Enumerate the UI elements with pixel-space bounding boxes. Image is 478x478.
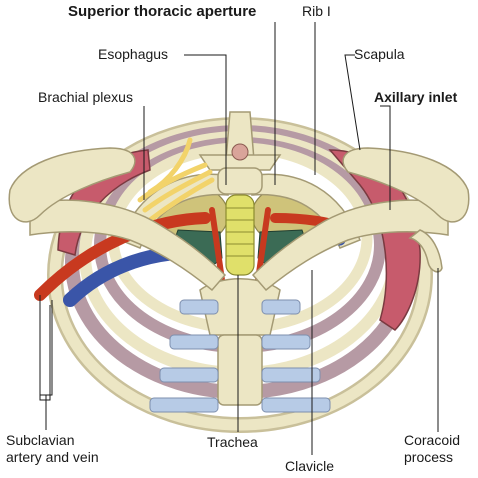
label-rib-1: Rib I — [302, 3, 331, 19]
clavicle-right — [251, 199, 449, 292]
label-trachea: Trachea — [207, 434, 258, 450]
label-superior-thoracic-aperture: Superior thoracic aperture — [68, 3, 257, 20]
brachial-plexus — [137, 137, 215, 223]
label-scapula: Scapula — [354, 46, 405, 62]
label-esophagus: Esophagus — [98, 46, 169, 62]
trachea-tube — [225, 194, 255, 276]
label-axillary-inlet: Axillary inlet — [374, 89, 458, 105]
vertebra — [198, 111, 282, 195]
label-subclavian-line2: artery and vein — [6, 449, 99, 465]
leader-subclavian — [39, 295, 51, 401]
clavicle-left — [29, 199, 227, 292]
acromion-right — [342, 147, 470, 223]
acromion-left — [8, 147, 136, 223]
subclavian-artery-left — [34, 212, 211, 301]
sternum-body — [217, 334, 263, 406]
label-coracoid-process: Coracoid process — [404, 432, 476, 466]
carotid-left — [209, 207, 225, 283]
leader-lines — [39, 22, 439, 455]
coracoid-right — [408, 229, 443, 273]
leader-esophagus — [184, 54, 227, 185]
label-subclavian-line1: Subclavian — [6, 432, 75, 448]
label-brachial-plexus: Brachial plexus — [38, 89, 133, 105]
label-clavicle: Clavicle — [285, 458, 335, 474]
leader-scapula — [344, 54, 361, 151]
costal-cartilages — [149, 299, 331, 413]
label-subclavian-artery-and-vein: Subclavian artery and vein — [6, 432, 136, 466]
label-coracoid-line1: Coracoid — [404, 432, 461, 448]
leader-axillary-inlet — [380, 105, 391, 210]
label-coracoid-line2: process — [404, 449, 454, 465]
